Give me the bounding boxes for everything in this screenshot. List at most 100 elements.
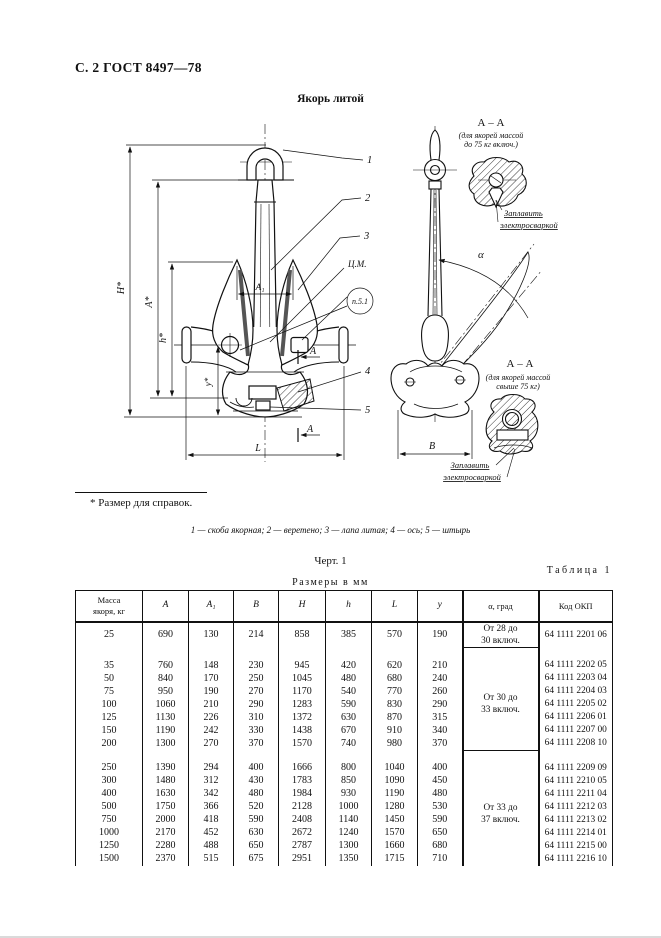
okp-code-cell: 64 1111 2215 00 (537, 839, 613, 853)
cm-label: Ц.М. (347, 259, 367, 269)
okp-code-cell: 64 1111 2208 10 (537, 737, 613, 751)
table-header-row: Масса якоря, кг A A₁ B H h L y α, град К… (75, 590, 613, 623)
value-cell: 1130 (142, 711, 189, 725)
section-bottom-title: А – А (507, 358, 534, 370)
units-note: Размеры в мм (292, 577, 369, 588)
value-cell: 1000 (75, 826, 143, 840)
value-cell: 418 (188, 813, 234, 827)
value-cell: 630 (325, 711, 372, 725)
front-dimensions (124, 144, 345, 460)
value-cell: 590 (325, 698, 372, 712)
value-cell: 450 (417, 774, 463, 788)
okp-code-cell: 64 1111 2216 10 (537, 852, 613, 866)
value-cell: 370 (417, 737, 463, 751)
value-cell: 1480 (142, 774, 189, 788)
okp-code-cell: 64 1111 2211 04 (537, 787, 613, 801)
value-cell: 1300 (325, 839, 372, 853)
value-cell: 1438 (278, 724, 326, 738)
value-cell: 190 (417, 622, 463, 648)
dimensions-table-wrap: Масса якоря, кг A A₁ B H h L y α, град К… (75, 590, 613, 866)
group-spacer-row (75, 647, 613, 660)
okp-code-cell: 64 1111 2201 06 (537, 622, 613, 648)
value-cell: 1140 (325, 813, 372, 827)
value-cell: 1984 (278, 787, 326, 801)
value-cell: 2951 (278, 852, 326, 866)
okp-code-cell: 64 1111 2205 02 (537, 698, 613, 712)
value-cell: 530 (417, 800, 463, 814)
value-cell: 2672 (278, 826, 326, 840)
value-cell: 150 (75, 724, 143, 738)
value-cell: 250 (233, 672, 279, 686)
value-cell: 1040 (371, 761, 418, 775)
weld-note-bottom-1: Заплавить (451, 460, 490, 470)
okp-code-cell: 64 1111 2204 03 (537, 685, 613, 699)
value-cell: 75 (75, 685, 143, 699)
col-B: B (233, 590, 279, 623)
value-cell: 2408 (278, 813, 326, 827)
value-cell: 430 (233, 774, 279, 788)
value-cell: 400 (417, 761, 463, 775)
value-cell: 680 (417, 839, 463, 853)
weld-note-top-2: электросваркой (500, 220, 559, 230)
section-bottom-sub2: свыше 75 кг) (496, 382, 540, 391)
value-cell: 420 (325, 659, 372, 673)
value-cell: 1090 (371, 774, 418, 788)
value-cell: 2280 (142, 839, 189, 853)
value-cell: 210 (417, 659, 463, 673)
section-bottom-sub1: (для якорей массой (486, 373, 551, 382)
value-cell: 270 (188, 737, 234, 751)
value-cell: 366 (188, 800, 234, 814)
parts-legend: 1 — скоба якорная; 2 — веретено; 3 — лап… (190, 525, 471, 535)
table-title: Таблица 1 (546, 565, 612, 576)
page-header: С. 2 ГОСТ 8497—78 (75, 60, 202, 75)
value-cell: 25 (75, 622, 143, 648)
page-title: Якорь литой (297, 93, 364, 105)
value-cell: 1000 (325, 800, 372, 814)
value-cell: 1390 (142, 761, 189, 775)
dim-A-label: A* (144, 296, 155, 308)
value-cell: 1283 (278, 698, 326, 712)
value-cell: 930 (325, 787, 372, 801)
value-cell: 1240 (325, 826, 372, 840)
value-cell: 130 (188, 622, 234, 648)
callout-leaders (239, 149, 374, 411)
value-cell: 950 (142, 685, 189, 699)
value-cell: 1280 (371, 800, 418, 814)
value-cell: 2128 (278, 800, 326, 814)
value-cell: 226 (188, 711, 234, 725)
value-cell: 340 (417, 724, 463, 738)
value-cell: 35 (75, 659, 143, 673)
group-spacer-row (75, 750, 613, 762)
okp-code-cell: 64 1111 2202 05 (537, 659, 613, 673)
value-cell: 590 (417, 813, 463, 827)
value-cell: 1250 (75, 839, 143, 853)
value-cell: 1372 (278, 711, 326, 725)
value-cell: 650 (417, 826, 463, 840)
okp-code-cell: 64 1111 2203 04 (537, 672, 613, 686)
section-aa-top: А – А (для якорей массой до 75 кг включ.… (459, 117, 559, 230)
dim-h-label: h* (158, 333, 169, 343)
value-cell: 1300 (142, 737, 189, 751)
section-top-sub1: (для якорей массой (459, 131, 524, 140)
value-cell: 312 (188, 774, 234, 788)
value-cell: 1570 (278, 737, 326, 751)
value-cell: 310 (233, 711, 279, 725)
value-cell: 290 (233, 698, 279, 712)
dim-y-label: y* (203, 377, 213, 387)
value-cell: 1450 (371, 813, 418, 827)
dim-H-label: H* (116, 282, 127, 295)
section-mark-bottom: А (306, 424, 314, 435)
dimensions-table: Масса якоря, кг A A₁ B H h L y α, град К… (75, 590, 613, 866)
value-cell: 385 (325, 622, 372, 648)
value-cell: 148 (188, 659, 234, 673)
value-cell: 740 (325, 737, 372, 751)
value-cell: 50 (75, 672, 143, 686)
value-cell: 620 (371, 659, 418, 673)
value-cell: 480 (325, 672, 372, 686)
value-cell: 675 (233, 852, 279, 866)
callout-2: 2 (365, 193, 371, 204)
